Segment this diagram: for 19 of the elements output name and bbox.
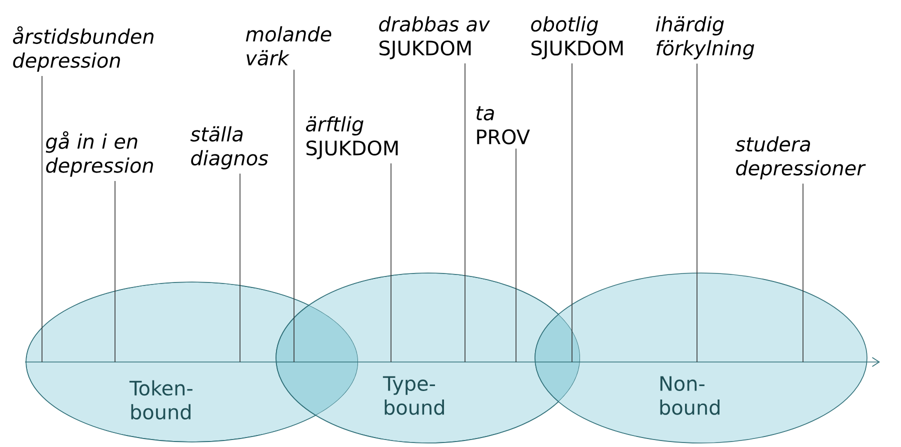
term-label: molande värk	[246, 26, 332, 66]
term-label: ställa diagnos	[190, 126, 268, 170]
term-label: drabbas av SJUKDOM	[379, 16, 490, 60]
leader-line	[114, 180, 116, 362]
leader-line	[802, 183, 804, 362]
leader-line	[464, 63, 466, 362]
term-label: studera depressioner	[735, 136, 866, 180]
term-label: gå in i en depression	[46, 131, 153, 177]
axis-arrow	[24, 357, 880, 367]
term-label: obotlig SJUKDOM	[531, 16, 623, 60]
leader-line	[696, 63, 698, 362]
node-label: Non- bound	[660, 376, 720, 415]
term-label: årstidsbunden depression	[13, 26, 154, 72]
term-label: ärftlig SJUKDOM	[306, 116, 398, 160]
leader-line	[390, 163, 392, 362]
node-label: Token- bound	[129, 380, 192, 420]
term-label: ta PROV	[476, 106, 530, 144]
node-label: Type- bound	[382, 376, 444, 415]
term-label: ihärdig förkylning	[656, 16, 754, 60]
